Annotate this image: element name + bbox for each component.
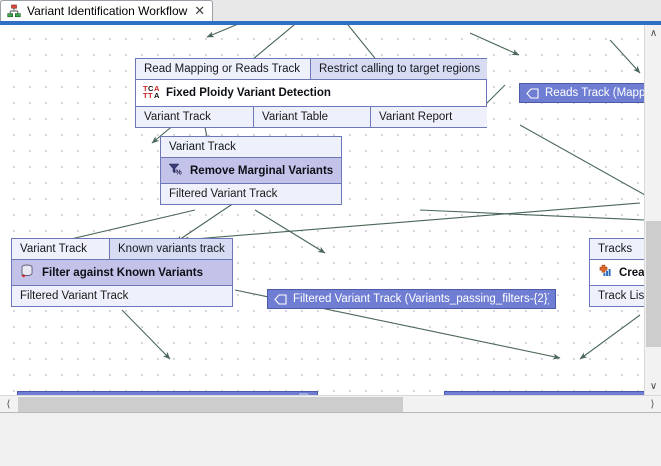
scroll-down-icon[interactable]: ∨: [649, 381, 658, 392]
tab-label: Variant Identification Workflow: [27, 4, 188, 18]
node-title: Filter against Known Variants: [42, 266, 204, 279]
node-title: Remove Marginal Variants: [190, 164, 334, 177]
svg-text:A: A: [154, 84, 160, 93]
node-remove-marginal-variants[interactable]: Variant Track % Remove Marginal Variants…: [160, 136, 342, 205]
scroll-up-icon[interactable]: ∧: [649, 28, 658, 39]
out-variant-table[interactable]: Variant Table: [253, 107, 370, 127]
port-known-variants-track[interactable]: Known variants track: [109, 239, 232, 259]
node-input-ports: Variant Track: [161, 137, 341, 158]
output-node-variants-passing-filters[interactable]: Filtered Variant Track (Variants_passing…: [267, 289, 556, 309]
vertical-scroll-thumb[interactable]: [646, 221, 661, 347]
canvas-horizontal-scrollbar[interactable]: ⟨ ⟩: [0, 395, 661, 412]
port-restrict-calling-to-target-regions[interactable]: Restrict calling to target regions: [310, 59, 487, 79]
out-filtered-variant-track[interactable]: Filtered Variant Track: [12, 286, 232, 306]
port-variant-track[interactable]: Variant Track: [161, 137, 341, 157]
workflow-canvas[interactable]: Read Mapping or Reads Track Restrict cal…: [0, 25, 661, 395]
create-track-list-icon: [597, 264, 613, 281]
node-input-ports: Tracks: [590, 239, 661, 260]
output-marker-icon: [274, 293, 287, 305]
port-tracks[interactable]: Tracks: [590, 239, 661, 259]
tab-bar: Variant Identification Workflow ✕: [0, 0, 661, 21]
node-input-ports: Variant Track Known variants track: [12, 239, 232, 260]
tab-variant-identification-workflow[interactable]: Variant Identification Workflow ✕: [0, 0, 214, 21]
node-title: Creat: [619, 266, 649, 279]
node-title-row: Filter against Known Variants: [12, 260, 232, 285]
svg-text:T: T: [143, 84, 148, 93]
output-node-label: Filtered Variant Track (Variants_passing…: [293, 293, 549, 305]
out-variant-track[interactable]: Variant Track: [136, 107, 253, 127]
workflow-icon: [7, 4, 21, 18]
node-title-row: T C A T T A Fixed Ploidy Variant Detecti…: [136, 80, 486, 106]
output-marker-icon: [526, 87, 539, 99]
output-node-indels-indirect-evidence[interactable]: Filtered Variant Track (Indels-indirect_…: [17, 391, 318, 395]
port-read-mapping-or-reads-track[interactable]: Read Mapping or Reads Track: [136, 59, 310, 79]
bottom-toolbar: Add Element... Validation successful ∧ ∨…: [0, 412, 661, 466]
node-input-ports: Read Mapping or Reads Track Restrict cal…: [136, 59, 487, 80]
out-filtered-variant-track[interactable]: Filtered Variant Track: [161, 184, 341, 204]
node-output-ports: Track List: [590, 285, 661, 306]
close-icon[interactable]: ✕: [194, 3, 206, 19]
svg-text:T: T: [148, 91, 153, 99]
node-output-ports: Filtered Variant Track: [161, 183, 341, 204]
svg-text:%: %: [176, 170, 183, 177]
svg-text:C: C: [148, 84, 154, 93]
svg-text:A: A: [154, 91, 160, 99]
node-output-ports: Filtered Variant Track: [12, 285, 232, 306]
scroll-right-icon[interactable]: ⟩: [650, 399, 655, 410]
out-variant-report[interactable]: Variant Report: [370, 107, 487, 127]
scroll-left-icon[interactable]: ⟨: [6, 399, 11, 410]
output-node-label: Reads Track (Mappe: [545, 87, 652, 99]
out-track-list[interactable]: Track List: [590, 286, 661, 306]
canvas-vertical-scrollbar[interactable]: ∧ ∨: [644, 25, 661, 395]
node-filter-against-known-variants[interactable]: Variant Track Known variants track Filte…: [11, 238, 233, 307]
port-variant-track[interactable]: Variant Track: [12, 239, 109, 259]
tab-accent-bar: [0, 21, 661, 25]
node-title-row: % Remove Marginal Variants: [161, 158, 341, 183]
svg-text:T: T: [143, 91, 148, 99]
workflow-canvas-viewport[interactable]: Read Mapping or Reads Track Restrict cal…: [0, 25, 661, 395]
output-node-reads-track-mapped[interactable]: Reads Track (Mappe: [519, 83, 661, 103]
filter-percent-icon: %: [168, 162, 184, 179]
node-output-ports: Variant Track Variant Table Variant Repo…: [136, 106, 487, 127]
horizontal-scroll-thumb[interactable]: [18, 397, 403, 412]
document-icon: [299, 393, 311, 395]
database-filter-icon: [19, 264, 36, 281]
node-title: Fixed Ploidy Variant Detection: [166, 87, 331, 99]
node-fixed-ploidy-variant-detection[interactable]: Read Mapping or Reads Track Restrict cal…: [135, 58, 487, 128]
tca-tta-icon: T C A T T A: [143, 84, 160, 102]
